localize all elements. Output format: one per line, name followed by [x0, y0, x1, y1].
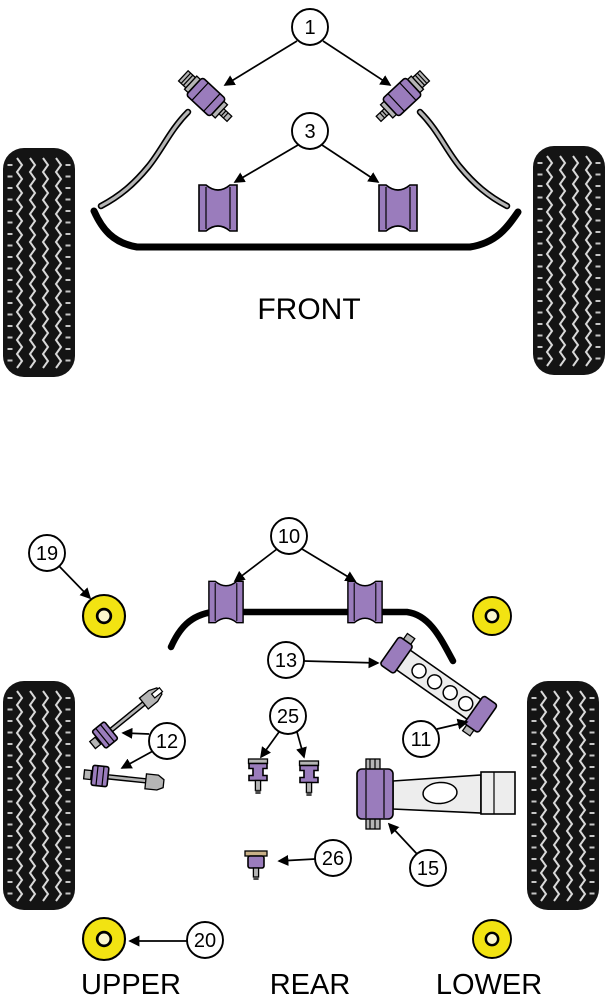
rear-link-upper — [88, 686, 164, 750]
arm-bush-outer — [380, 636, 413, 674]
rear-arb-bush-left — [208, 580, 244, 624]
callout-25: 25 — [269, 697, 307, 735]
front-drop-link-left — [97, 66, 239, 210]
rear-lower-bush-right-yellow — [471, 918, 513, 960]
front-right-tire — [533, 146, 605, 375]
svg-text:19: 19 — [36, 543, 58, 565]
rear-callout-arrows — [58, 548, 469, 947]
callout-19: 19 — [28, 534, 66, 572]
front-drop-link-right — [369, 66, 511, 210]
rear-arb-bush-right — [347, 580, 383, 624]
rear-upper-bush-right-yellow — [471, 595, 513, 637]
rear-anti-roll-bar — [167, 608, 457, 665]
rear-trailing-arm — [356, 758, 516, 830]
small-bush-25-left — [247, 758, 269, 795]
callout-20: 20 — [186, 921, 224, 959]
callout-26: 26 — [314, 839, 352, 877]
rear-upper-control-arm — [380, 632, 498, 737]
callout-11: 11 — [402, 720, 440, 758]
rear-right-tire — [527, 681, 599, 910]
front-left-tire — [3, 148, 75, 377]
svg-text:12: 12 — [156, 731, 178, 753]
front-section: 1 3 FRONT — [3, 8, 605, 377]
svg-text:1: 1 — [304, 17, 315, 39]
small-bush-25-right — [298, 760, 320, 797]
small-bush-26 — [244, 850, 268, 880]
rear-label: REAR — [270, 969, 351, 1000]
lower-label: LOWER — [436, 969, 542, 1000]
front-arb-bush-left — [198, 184, 238, 232]
upper-label: UPPER — [81, 969, 181, 1000]
callout-15: 15 — [409, 849, 447, 887]
svg-text:20: 20 — [194, 930, 216, 952]
callout-10: 10 — [270, 517, 308, 555]
callout-3-arrows — [233, 144, 380, 183]
svg-text:15: 15 — [417, 858, 439, 880]
callout-1-arrows — [223, 40, 392, 86]
callout-3: 3 — [291, 112, 329, 150]
callout-1: 1 — [291, 8, 329, 46]
svg-text:13: 13 — [275, 650, 297, 672]
trailing-arm-bush — [356, 768, 394, 820]
rear-section: 10 19 13 25 12 11 15 26 20 UPPER REAR LO… — [3, 517, 599, 1000]
rear-lower-bush-left-yellow — [81, 916, 127, 962]
front-label: FRONT — [257, 293, 360, 326]
rear-link-lower — [82, 764, 165, 791]
svg-text:10: 10 — [278, 526, 300, 548]
svg-text:3: 3 — [304, 121, 315, 143]
callout-13: 13 — [267, 641, 305, 679]
rear-left-tire — [3, 681, 75, 910]
front-anti-roll-bar — [90, 207, 522, 251]
rear-upper-bush-left-yellow — [81, 593, 127, 639]
front-arb-bush-right — [378, 184, 418, 232]
svg-text:11: 11 — [411, 729, 432, 751]
svg-text:25: 25 — [277, 706, 299, 728]
svg-text:26: 26 — [322, 848, 344, 870]
arm-bush-inner — [464, 695, 498, 733]
callout-12: 12 — [148, 722, 186, 760]
